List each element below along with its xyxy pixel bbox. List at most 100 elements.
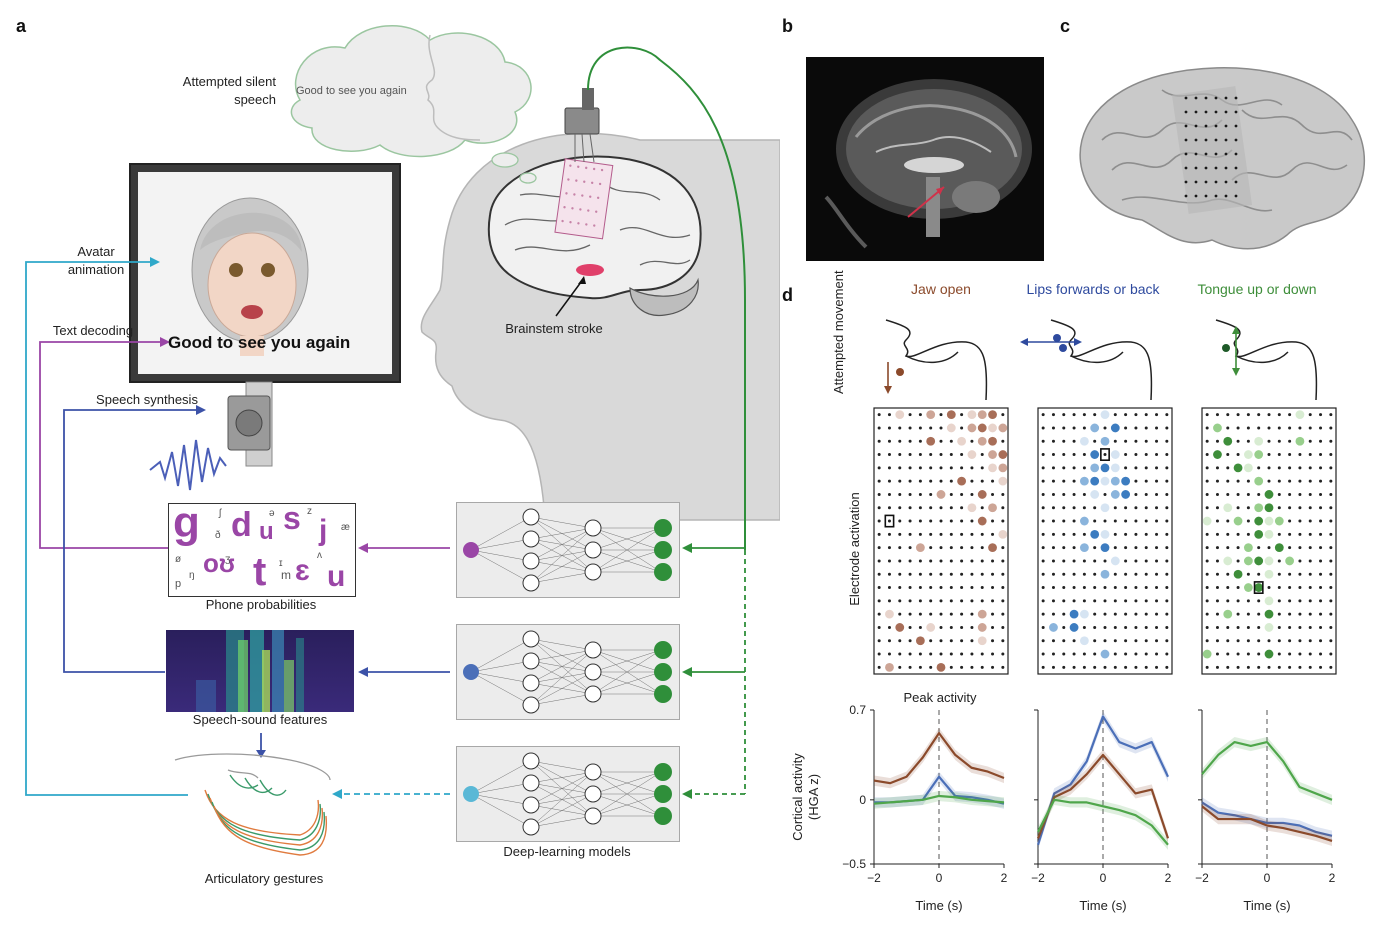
model-box-avatar [456,746,680,842]
electrode [1308,453,1312,457]
electrode [1329,492,1333,496]
active-electrode [946,410,956,420]
electrode [980,652,984,656]
electrode [1277,439,1281,443]
electrode [887,559,891,563]
electrode [1205,665,1209,669]
electrode [1051,506,1055,510]
electrode [1051,586,1055,590]
electrode [877,466,881,470]
electrode [898,586,902,590]
electrode [1124,453,1128,457]
electrode [1308,652,1312,656]
electrode [1277,413,1281,417]
electrode [1041,546,1045,550]
electrode [1134,426,1138,430]
electrode [1001,413,1005,417]
electrode [1082,625,1086,629]
active-electrode [1223,609,1233,619]
electrode [1308,479,1312,483]
electrode [1319,532,1323,536]
electrode [1001,652,1005,656]
electrode [1226,426,1230,430]
electrode [1165,519,1169,523]
electrode [1246,652,1250,656]
active-electrode [1254,450,1264,459]
electrode [1319,426,1323,430]
electrode [1155,479,1159,483]
electrode [918,426,922,430]
series-line [1036,715,1169,846]
speech-arrowhead [196,405,206,415]
electrode [877,612,881,616]
active-electrode [1202,516,1212,526]
electrode [939,586,943,590]
electrode [1041,612,1045,616]
electrode [1267,586,1271,590]
electrode [1165,572,1169,576]
active-electrode [1069,609,1079,619]
active-electrode [1069,623,1079,632]
series-line [873,794,1005,805]
active-electrode [967,503,977,513]
thought-bubble-1 [491,152,519,168]
electrode [1205,559,1209,563]
electrode [898,639,902,643]
electrode [949,559,953,563]
electrode [1205,599,1209,603]
active-electrode [1264,529,1274,539]
electrode [980,572,984,576]
electrode [970,559,974,563]
electrode [1277,426,1281,430]
electrode [1226,572,1230,576]
active-electrode [1254,503,1264,513]
electrode [1144,639,1148,643]
connector-cable-base [582,88,594,110]
electrode [1267,426,1271,430]
electrode [1226,546,1230,550]
electrode [898,453,902,457]
electrode [1215,612,1219,616]
electrode [1051,532,1055,536]
electrode [1236,625,1240,629]
electrode [1319,572,1323,576]
active-electrode [988,423,997,433]
electrode [1144,572,1148,576]
electrode [1257,652,1261,656]
electrode [1082,586,1086,590]
phone-small-6: ʒ [225,554,231,565]
electrode [1308,426,1312,430]
electrode [1246,612,1250,616]
electrode [929,665,933,669]
electrode [877,532,881,536]
electrode [1062,559,1066,563]
electrode [1155,612,1159,616]
electrode [1062,439,1066,443]
electrode [1236,612,1240,616]
electrode [1226,599,1230,603]
electrode [1319,519,1323,523]
stroke-pointer [555,277,585,317]
electrode [1082,413,1086,417]
electrode [1062,532,1066,536]
electrode [949,506,953,510]
electrode [929,466,933,470]
electrode [960,586,964,590]
active-electrode [1254,556,1264,566]
electrode [918,665,922,669]
electrode [1319,612,1323,616]
electrode [1205,492,1209,496]
lips-arrowhead-left [1020,338,1028,346]
electrode [939,519,943,523]
electrode [1226,665,1230,669]
electrode [1215,439,1219,443]
electrode [1144,466,1148,470]
electrode [1093,625,1097,629]
electrode [1062,639,1066,643]
electrode [1113,639,1117,643]
active-electrode [1264,490,1274,499]
electrode [1155,639,1159,643]
electrode [1215,639,1219,643]
electrode [1082,453,1086,457]
active-electrode [998,463,1008,473]
